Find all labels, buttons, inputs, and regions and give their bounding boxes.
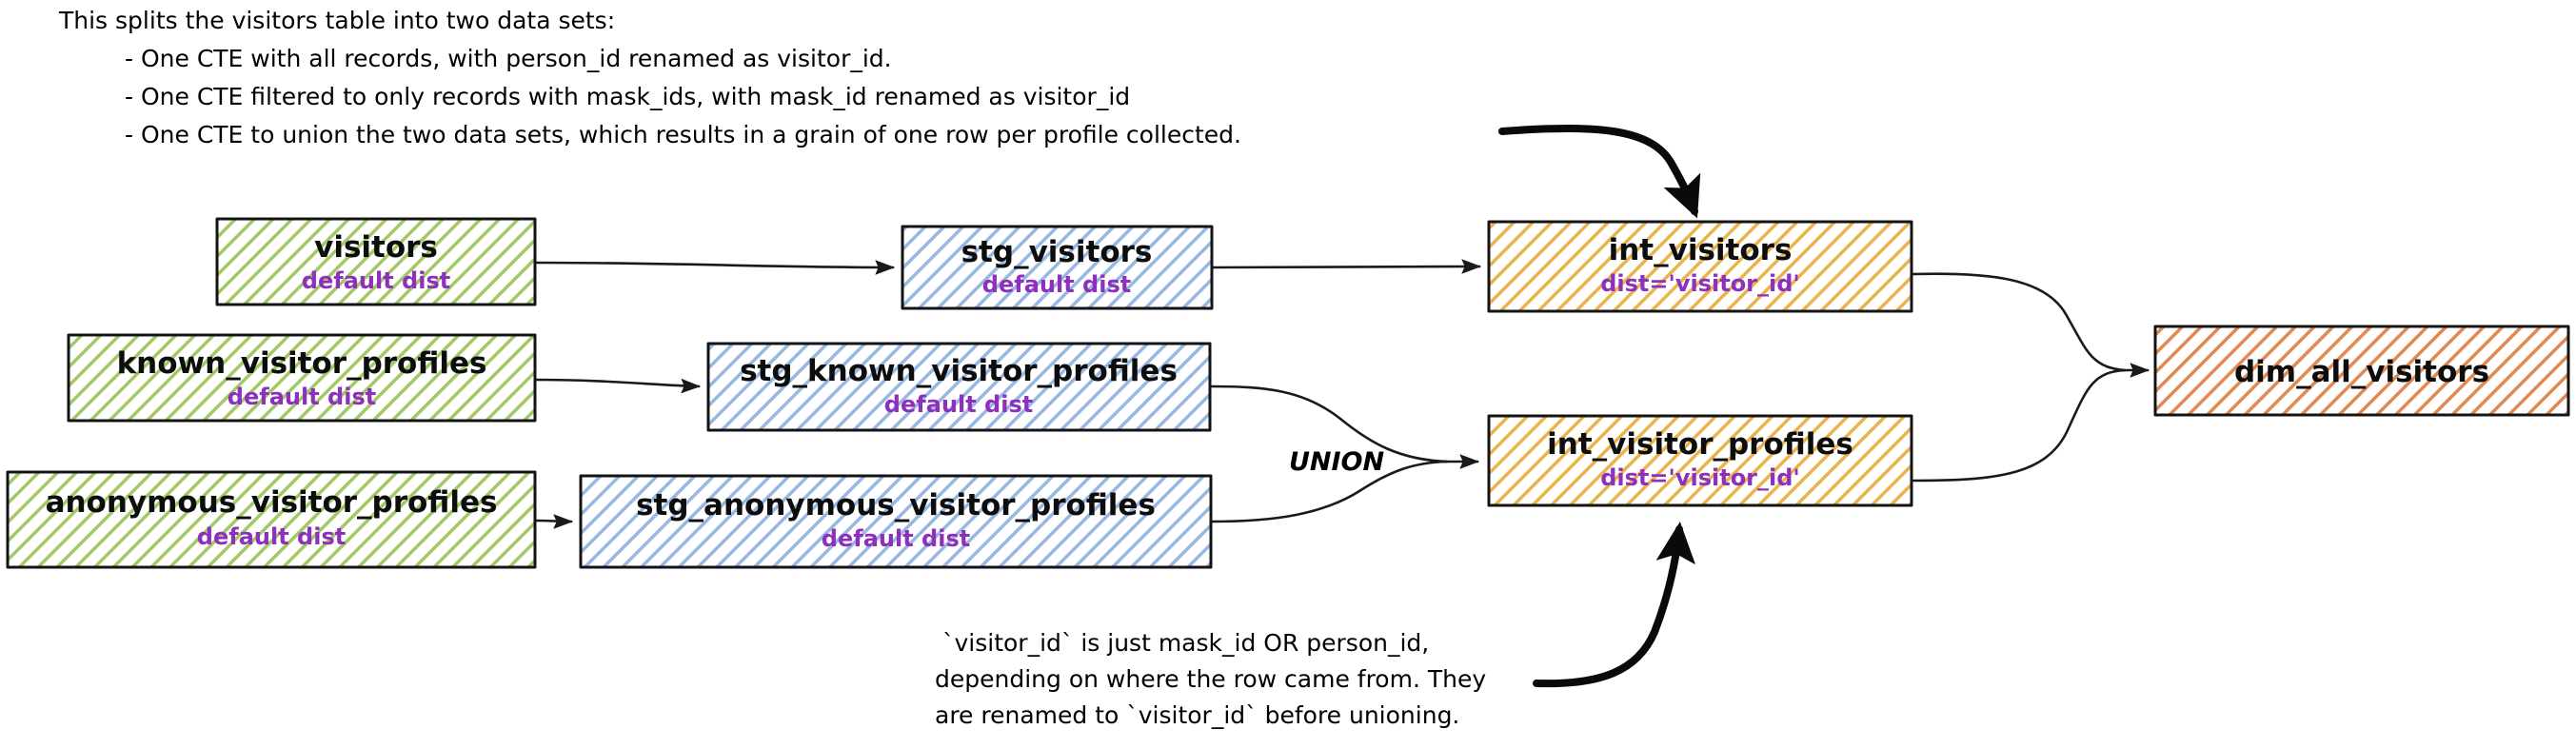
edge-stg-known-to-int-profiles — [1209, 384, 1449, 463]
node-visitors-subtitle: default dist — [302, 267, 450, 294]
node-known-visitor-profiles-title: known_visitor_profiles — [117, 346, 487, 381]
node-int-visitors-subtitle: dist='visitor_id' — [1600, 270, 1800, 297]
note-bottom-line-0: `visitor_id` is just mask_id OR person_i… — [942, 629, 1429, 657]
note-bottom-line-2: are renamed to `visitor_id` before union… — [935, 701, 1459, 729]
note-top-line-0: This splits the visitors table into two … — [58, 7, 615, 34]
annotation-arrow-layer — [1498, 124, 1701, 688]
note-bottom: `visitor_id` is just mask_id OR person_i… — [935, 629, 1486, 729]
node-stg-visitors-subtitle: default dist — [982, 271, 1131, 298]
node-stg-visitors-title: stg_visitors — [961, 235, 1153, 269]
node-stg-anonymous-visitor-profiles[interactable]: stg_anonymous_visitor_profiles default d… — [579, 474, 1213, 569]
edge-anonymous-to-stg-anonymous — [534, 514, 574, 529]
node-anonymous-visitor-profiles-title: anonymous_visitor_profiles — [46, 485, 498, 520]
node-layer: visitors default dist known_visitor_prof… — [6, 217, 2570, 569]
node-int-visitor-profiles-title: int_visitor_profiles — [1547, 427, 1853, 462]
node-known-visitor-profiles[interactable]: known_visitor_profiles default dist — [67, 333, 537, 423]
note-top-line-2: - One CTE filtered to only records with … — [125, 83, 1130, 110]
top-note-arrow — [1498, 124, 1701, 219]
edge-int-profiles-to-dim — [1912, 368, 2127, 483]
node-stg-known-visitor-profiles-title: stg_known_visitor_profiles — [740, 354, 1178, 388]
node-stg-known-visitor-profiles[interactable]: stg_known_visitor_profiles default dist — [706, 342, 1212, 432]
node-dim-all-visitors[interactable]: dim_all_visitors — [2153, 325, 2570, 417]
node-anonymous-visitor-profiles-subtitle: default dist — [197, 523, 346, 550]
edge-layer: UNION — [534, 259, 2150, 529]
node-visitors[interactable]: visitors default dist — [215, 217, 537, 306]
note-bottom-line-1: depending on where the row came from. Th… — [935, 665, 1486, 693]
edge-int-visitors-to-dim — [1912, 272, 2127, 372]
note-top-line-3: - One CTE to union the two data sets, wh… — [125, 121, 1241, 148]
node-int-visitors-title: int_visitors — [1609, 233, 1793, 267]
edge-stg-anonymous-to-int-profiles — [1211, 460, 1449, 523]
note-top: This splits the visitors table into two … — [58, 7, 1241, 148]
node-stg-known-visitor-profiles-subtitle: default dist — [884, 391, 1033, 418]
edge-stg-visitors-to-int-visitors — [1211, 259, 1482, 274]
node-int-visitor-profiles-subtitle: dist='visitor_id' — [1600, 464, 1800, 491]
node-visitors-title: visitors — [314, 230, 438, 265]
edge-label-union: UNION — [1289, 447, 1385, 477]
node-stg-anonymous-visitor-profiles-title: stg_anonymous_visitor_profiles — [636, 488, 1156, 522]
bottom-note-arrow — [1533, 522, 1695, 688]
node-stg-anonymous-visitor-profiles-subtitle: default dist — [822, 525, 970, 552]
node-stg-visitors[interactable]: stg_visitors default dist — [901, 225, 1214, 310]
node-anonymous-visitor-profiles[interactable]: anonymous_visitor_profiles default dist — [6, 470, 537, 569]
note-top-line-1: - One CTE with all records, with person_… — [125, 45, 892, 72]
node-dim-all-visitors-title: dim_all_visitors — [2234, 355, 2489, 389]
node-int-visitors[interactable]: int_visitors dist='visitor_id' — [1487, 220, 1913, 313]
node-known-visitor-profiles-subtitle: default dist — [228, 384, 376, 410]
edge-known-to-stg-known — [534, 378, 702, 394]
node-int-visitor-profiles[interactable]: int_visitor_profiles dist='visitor_id' — [1487, 414, 1913, 507]
edge-visitors-to-stg-visitors — [534, 260, 896, 275]
